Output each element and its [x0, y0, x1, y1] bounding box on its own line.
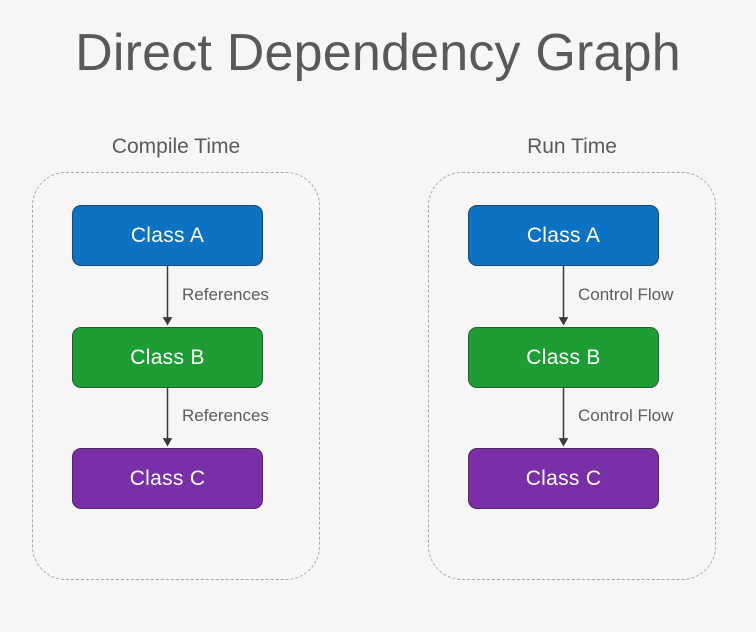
node-run-time-class-c[interactable]: Class C: [468, 448, 659, 509]
node-run-time-class-b[interactable]: Class B: [468, 327, 659, 388]
node-label: Class C: [525, 466, 602, 490]
edge-label-compile-time-b-to-c: References: [182, 406, 269, 425]
group-label-run-time: Run Time: [527, 135, 617, 158]
group-container-compile-time: [32, 172, 320, 580]
edge-label-run-time-b-to-c: Control Flow: [578, 406, 674, 425]
node-label: Class C: [129, 466, 206, 490]
node-compile-time-class-c[interactable]: Class C: [72, 448, 263, 509]
group-container-run-time: [428, 172, 716, 580]
page-title: Direct Dependency Graph: [75, 24, 681, 82]
node-label: Class A: [526, 223, 601, 247]
node-label: Class B: [130, 345, 205, 369]
node-compile-time-class-b[interactable]: Class B: [72, 327, 263, 388]
node-compile-time-class-a[interactable]: Class A: [72, 205, 263, 266]
edge-label-run-time-a-to-b: Control Flow: [578, 285, 674, 304]
node-run-time-class-a[interactable]: Class A: [468, 205, 659, 266]
node-label: Class B: [526, 345, 601, 369]
edge-label-compile-time-a-to-b: References: [182, 285, 269, 304]
group-label-compile-time: Compile Time: [111, 135, 241, 158]
node-label: Class A: [130, 223, 205, 247]
